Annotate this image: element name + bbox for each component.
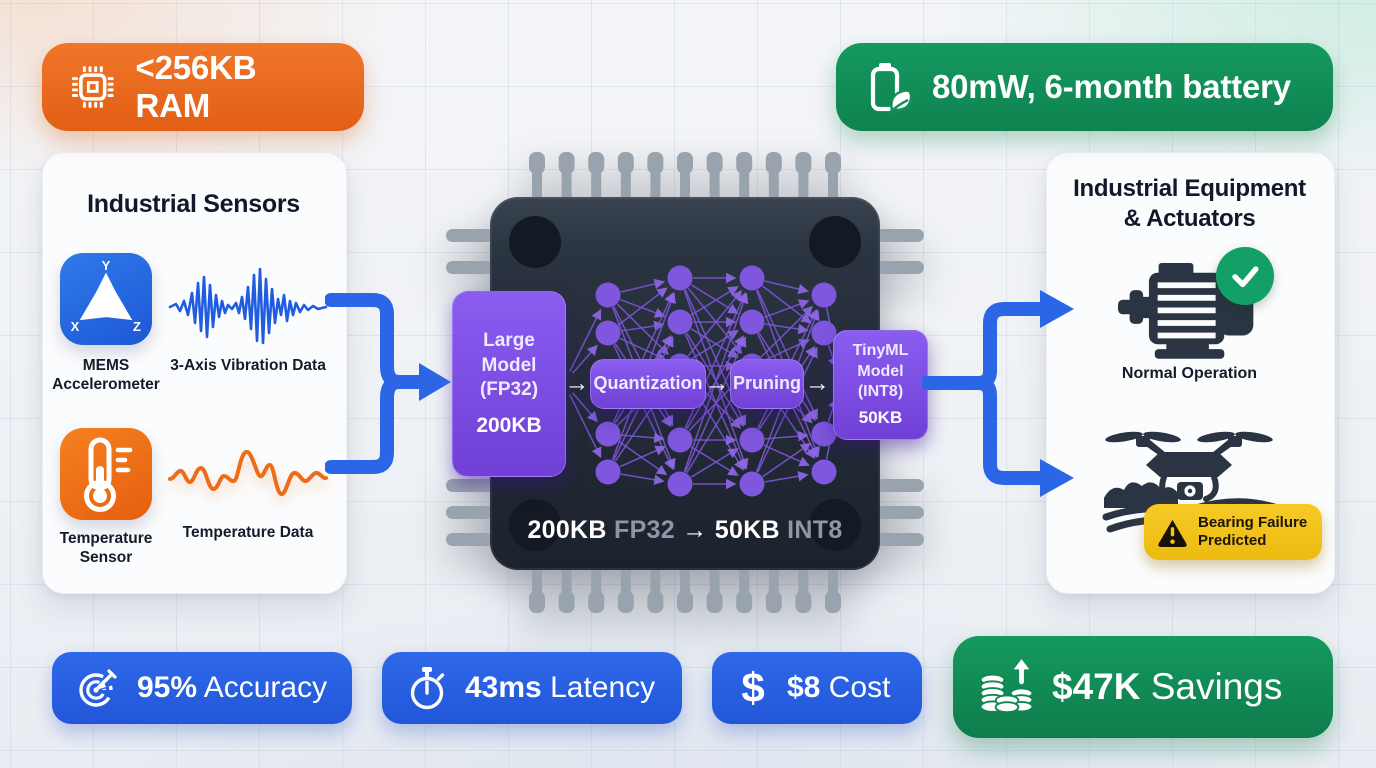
latency-badge: 43ms Latency xyxy=(382,652,682,724)
caption-arrow-icon: → xyxy=(682,516,708,544)
mems-accelerometer-icon: Y X Z xyxy=(60,253,152,345)
battery-leaf-icon xyxy=(870,63,913,114)
caption-from-format: FP32 xyxy=(614,516,675,544)
tinyml-model-line: (INT8) xyxy=(857,383,904,401)
latency-label: Latency xyxy=(550,671,656,704)
quantization-box: Quantization xyxy=(590,359,706,409)
large-model-box: Large Model (FP32) 200KB xyxy=(452,291,566,477)
pipeline-arrow-icon: → xyxy=(564,369,590,397)
power-badge: 80mW, 6-month battery xyxy=(836,43,1333,131)
chip-to-equipment-arrows xyxy=(922,290,1074,497)
tinyml-model-line: TinyML xyxy=(852,341,909,359)
ram-constraint-label: <256KB RAM xyxy=(135,49,257,124)
microchip-icon xyxy=(71,66,114,108)
mems-label: MEMS Accelerometer xyxy=(52,357,160,393)
tinyml-model-line: Model xyxy=(857,362,904,380)
normal-status-check-icon xyxy=(1216,247,1274,305)
accuracy-badge: 95% Accuracy xyxy=(52,652,352,724)
power-badge-label: 80mW, 6-month battery xyxy=(932,68,1291,105)
temperature-waveform xyxy=(168,450,328,496)
accuracy-value: 95% xyxy=(137,671,198,704)
large-model-line: Large xyxy=(483,329,535,351)
caption-from-size: 200KB xyxy=(527,516,607,544)
caption-to-format: INT8 xyxy=(787,516,843,544)
equipment-card-title: Industrial Equipment & Actuators xyxy=(1046,174,1333,234)
pipeline-arrow-icon: → xyxy=(704,369,730,397)
tinyml-model-size: 50KB xyxy=(858,408,903,428)
industrial-sensors-card xyxy=(42,152,347,594)
bearing-failure-alert-badge: Bearing Failure Predicted xyxy=(1144,504,1322,560)
temperature-sensor-icon xyxy=(60,428,152,520)
savings-value: $47K xyxy=(1052,666,1141,707)
coins-up-icon xyxy=(979,659,1034,714)
stopwatch-icon xyxy=(410,667,445,710)
sensors-to-chip-arrow xyxy=(325,293,451,474)
pruning-box: Pruning xyxy=(730,359,804,409)
chip-corner-holes xyxy=(509,216,861,551)
large-model-line: (FP32) xyxy=(479,379,539,401)
vibration-data-label: 3-Axis Vibration Data xyxy=(170,357,326,374)
temperature-sensor-label: Temperature Sensor xyxy=(59,530,153,566)
axis-x-label: X xyxy=(71,319,80,334)
vibration-waveform xyxy=(168,267,328,345)
cost-value: $8 xyxy=(787,671,821,704)
savings-label: Savings xyxy=(1150,666,1283,707)
large-model-line: Model xyxy=(481,354,537,376)
caption-to-size: 50KB xyxy=(714,516,780,544)
chip-pins xyxy=(446,152,924,613)
dollar-icon: $ xyxy=(741,664,765,711)
ram-constraint-badge: <256KB RAM xyxy=(42,43,364,131)
alert-line1: Bearing Failure xyxy=(1198,514,1308,532)
pipeline-arrow-icon: → xyxy=(805,369,830,397)
axis-z-label: Z xyxy=(133,319,141,334)
alert-text: Bearing Failure Predicted xyxy=(1198,514,1307,549)
equipment-title-line1: Industrial Equipment xyxy=(1073,175,1306,202)
target-icon xyxy=(79,669,117,707)
normal-operation-label: Normal Operation xyxy=(1121,365,1258,382)
large-model-size: 200KB xyxy=(476,413,542,437)
temperature-data-label: Temperature Data xyxy=(182,524,314,541)
sensors-card-title: Industrial Sensors xyxy=(87,190,300,218)
tinyml-model-box: TinyML Model (INT8) 50KB xyxy=(833,330,928,440)
warning-triangle-icon xyxy=(1158,519,1187,547)
alert-line2: Predicted xyxy=(1198,532,1267,549)
savings-badge: $47K Savings xyxy=(953,636,1333,738)
cost-label: Cost xyxy=(828,671,891,704)
accuracy-label: Accuracy xyxy=(203,671,328,704)
equipment-title-line2: & Actuators xyxy=(1123,205,1256,232)
cost-badge: $ $8 Cost xyxy=(712,652,922,724)
axis-y-label: Y xyxy=(102,258,111,273)
latency-value: 43ms xyxy=(465,671,542,704)
model-compression-caption: 200KB FP32 → 50KB INT8 xyxy=(490,516,880,545)
